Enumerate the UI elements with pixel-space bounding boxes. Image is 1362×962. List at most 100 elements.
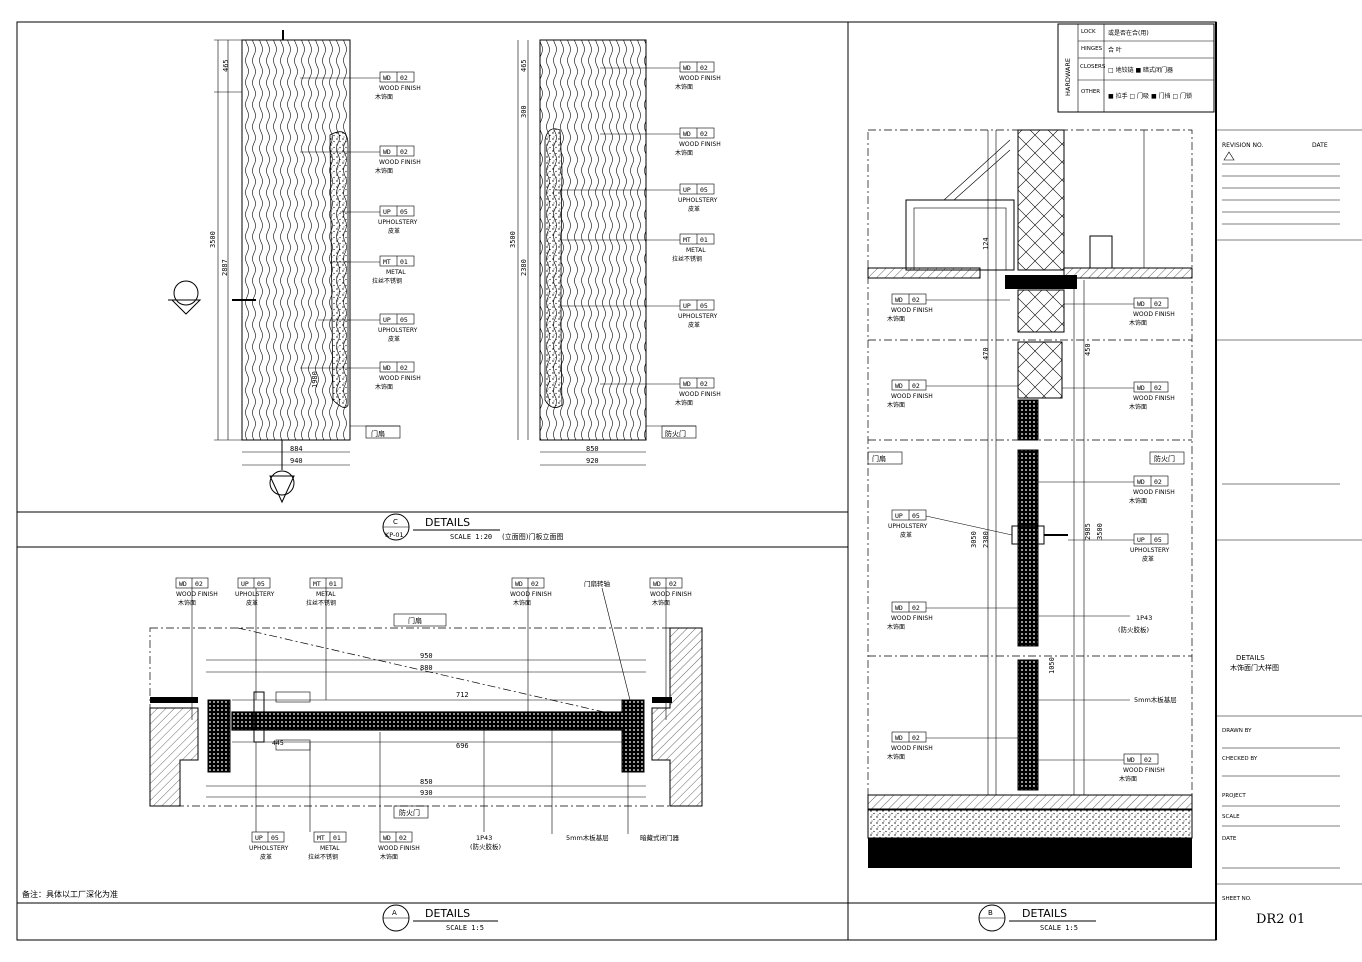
tag-plan-wd02-bottom: WD 02 WOOD FINISH 木饰面	[378, 732, 420, 861]
svg-text:UPHOLSTERY: UPHOLSTERY	[888, 523, 928, 530]
svg-text:01: 01	[329, 580, 337, 588]
sec-dim-2985: 2985	[1084, 523, 1092, 540]
svg-text:WD: WD	[1127, 756, 1135, 764]
svg-text:(防火胶板): (防火胶板)	[1118, 625, 1149, 634]
svg-text:WOOD FINISH: WOOD FINISH	[679, 75, 721, 82]
view-b-title: DETAILS	[1022, 907, 1067, 920]
svg-text:UP: UP	[683, 302, 691, 310]
tag-sec-wd02-4: WD 02 WOOD FINISH 木饰面	[1062, 381, 1175, 411]
svg-text:木饰面: 木饰面	[887, 315, 905, 323]
svg-text:WOOD FINISH: WOOD FINISH	[379, 375, 421, 382]
svg-text:皮革: 皮革	[246, 599, 258, 607]
tag-elev1-wd02-b: WD 02 WOOD FINISH 木饰面	[300, 145, 421, 175]
field-checked-by: CHECKED BY	[1222, 756, 1258, 762]
svg-text:WD: WD	[895, 296, 903, 304]
svg-text:木饰面: 木饰面	[887, 753, 905, 761]
svg-text:05: 05	[257, 580, 265, 588]
svg-text:WOOD FINISH: WOOD FINISH	[379, 159, 421, 166]
svg-text:MT: MT	[313, 580, 321, 588]
tag-sec-up05-right: UP 05 UPHOLSTERY 皮革	[1068, 533, 1170, 563]
section-label-left: 门扇	[872, 454, 886, 463]
hardware-table: HARDWARE LOCK 或是否在合(用) HINGES 合 叶 CLOSER…	[1057, 23, 1215, 113]
view-title-a: A DETAILS SCALE 1:5	[382, 904, 498, 932]
svg-text:WOOD FINISH: WOOD FINISH	[378, 845, 420, 852]
revision-label: REVISION NO.	[1222, 142, 1263, 149]
svg-text:木饰面: 木饰面	[380, 853, 398, 861]
hw-value-other: ■ 拉手 □ 门吸 ■ 门挡 □ 门锁	[1108, 92, 1192, 100]
svg-text:WOOD FINISH: WOOD FINISH	[1123, 767, 1165, 774]
svg-text:木饰面: 木饰面	[513, 599, 531, 607]
view-c-sheet: KP-01	[385, 531, 404, 539]
svg-text:WD: WD	[1137, 384, 1145, 392]
elev2-dim-2380: 2380	[520, 259, 528, 276]
svg-text:暗藏式闭门器: 暗藏式闭门器	[640, 833, 680, 842]
svg-text:WOOD FINISH: WOOD FINISH	[650, 591, 692, 598]
svg-text:WOOD FINISH: WOOD FINISH	[1133, 311, 1175, 318]
svg-text:木饰面: 木饰面	[1119, 775, 1137, 783]
svg-text:WOOD FINISH: WOOD FINISH	[891, 615, 933, 622]
svg-text:皮革: 皮革	[260, 853, 272, 861]
callout-sec-hinge: 1P43 (防火胶板)	[1038, 614, 1152, 634]
svg-text:05: 05	[271, 834, 279, 842]
svg-text:UP: UP	[1137, 536, 1145, 544]
svg-text:1P43: 1P43	[1136, 614, 1152, 622]
svg-text:皮革: 皮革	[900, 531, 912, 539]
svg-text:皮革: 皮革	[1142, 555, 1154, 563]
elevation-2: 防火门	[517, 39, 697, 466]
svg-text:METAL: METAL	[320, 845, 340, 852]
svg-text:02: 02	[400, 364, 408, 372]
svg-text:02: 02	[1154, 300, 1162, 308]
svg-text:02: 02	[700, 380, 708, 388]
title-block: REVISION NO. DATE DETAILS 木饰面门大样图 DRAWN …	[1216, 129, 1362, 927]
view-title-c: C KP-01 DETAILS SCALE 1:20 (立面图)门板立面图	[382, 513, 563, 541]
svg-text:UPHOLSTERY: UPHOLSTERY	[235, 591, 275, 598]
svg-text:01: 01	[333, 834, 341, 842]
hw-label-other: OTHER	[1081, 89, 1100, 95]
svg-text:WOOD FINISH: WOOD FINISH	[1133, 395, 1175, 402]
elevation-1: 门扇	[168, 30, 401, 504]
tag-elev1-up05-a: UP 05 UPHOLSTERY 皮革	[340, 205, 418, 235]
svg-text:UPHOLSTERY: UPHOLSTERY	[678, 197, 718, 204]
hw-label-closers: CLOSERS	[1080, 64, 1106, 70]
svg-text:UP: UP	[383, 208, 391, 216]
section-detail: 门扇 防火门	[867, 129, 1193, 868]
view-b-scale: SCALE 1:5	[1040, 924, 1078, 932]
svg-text:木饰面: 木饰面	[178, 599, 196, 607]
svg-text:WD: WD	[683, 64, 691, 72]
callout-sec-board: 5mm木板基层	[1038, 695, 1177, 704]
sheet-title-en: DETAILS	[1236, 654, 1265, 662]
view-c-scale: SCALE 1:20	[450, 533, 492, 541]
svg-text:METAL: METAL	[686, 247, 706, 254]
svg-text:木饰面: 木饰面	[375, 93, 393, 101]
svg-text:05: 05	[912, 512, 920, 520]
svg-text:02: 02	[912, 296, 920, 304]
tag-sec-wd02-7: WD 02 WOOD FINISH 木饰面	[887, 731, 1018, 761]
tag-elev2-wd02-a: WD 02 WOOD FINISH 木饰面	[600, 61, 721, 91]
svg-text:02: 02	[399, 834, 407, 842]
svg-text:WD: WD	[653, 580, 661, 588]
drawing-number: DR2 01	[1256, 912, 1305, 927]
plan-dim-950: 950	[420, 652, 433, 660]
tag-elev1-up05-b: UP 05 UPHOLSTERY 皮革	[318, 313, 418, 343]
svg-text:WD: WD	[383, 834, 391, 842]
svg-text:拉丝不锈钢: 拉丝不锈钢	[672, 255, 702, 263]
plan-label-top: 门扇	[408, 616, 422, 625]
svg-text:皮革: 皮革	[688, 205, 700, 213]
svg-text:WD: WD	[383, 74, 391, 82]
view-a-title: DETAILS	[425, 907, 470, 920]
section-label-right: 防火门	[1154, 454, 1175, 463]
svg-text:木饰面: 木饰面	[375, 167, 393, 175]
tag-elev1-mt01: MT 01 METAL 拉丝不锈钢	[330, 255, 415, 285]
elev1-dim-884: 884	[290, 445, 303, 453]
svg-text:门扇转轴: 门扇转轴	[584, 579, 611, 588]
svg-text:WOOD FINISH: WOOD FINISH	[891, 307, 933, 314]
svg-text:METAL: METAL	[386, 269, 406, 276]
plan-dim-850: 850	[420, 778, 433, 786]
sec-dim-3050: 3050	[970, 531, 978, 548]
svg-text:WD: WD	[383, 148, 391, 156]
svg-text:5mm木板基层: 5mm木板基层	[1134, 695, 1177, 704]
elev1-dim-1980: 1980	[311, 371, 319, 388]
svg-text:皮革: 皮革	[388, 335, 400, 343]
field-project: PROJECT	[1222, 793, 1246, 799]
elev1-dim-465: 465	[222, 59, 230, 72]
